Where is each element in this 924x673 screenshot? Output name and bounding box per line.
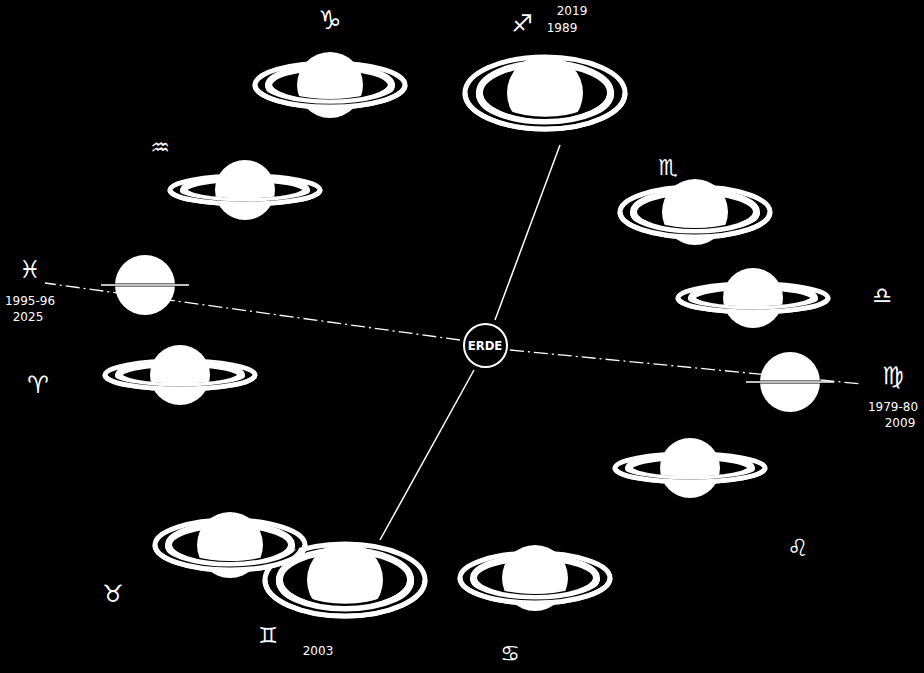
saturn-ring	[678, 298, 828, 312]
zodiac-sign: ♍	[882, 363, 904, 389]
zodiac-sign: ♉	[102, 581, 124, 607]
earth-label: ERDE	[468, 338, 503, 353]
saturn-globe	[660, 438, 720, 498]
sight-line	[495, 145, 560, 320]
saturn-ring	[615, 468, 765, 482]
year-label: 2003	[303, 645, 334, 658]
saturn-globe	[723, 268, 783, 328]
zodiac-sign: ♓	[19, 257, 41, 283]
zodiac-sign: ♋	[500, 642, 520, 666]
saturn-ring	[746, 381, 834, 383]
zodiac-sign: ♌	[787, 535, 809, 561]
ring-plane-line	[45, 283, 460, 340]
zodiac-sign: ♒	[150, 136, 170, 160]
zodiac-sign: ♊	[258, 624, 278, 648]
saturn-ring	[105, 375, 255, 389]
year-label: 1995-96	[5, 295, 55, 308]
saturn-ring	[255, 85, 405, 107]
zodiac-sign: ♎	[872, 284, 892, 308]
zodiac-sign: ♐	[511, 11, 533, 37]
earth-circle: ERDE	[463, 323, 508, 368]
saturn-ring	[170, 190, 320, 204]
saturn-ring	[265, 580, 425, 616]
year-label: 1979-80	[868, 401, 918, 414]
year-label: 2019	[557, 5, 588, 18]
saturn-globe	[215, 160, 275, 220]
saturn-ring	[460, 578, 610, 603]
year-label: 2009	[885, 417, 916, 430]
saturn-ring	[155, 545, 305, 570]
zodiac-sign: ♑	[318, 6, 341, 35]
saturn-ring	[620, 212, 770, 237]
year-label: 1989	[547, 22, 578, 35]
sight-line	[380, 370, 474, 540]
saturn-globe	[150, 345, 210, 405]
zodiac-sign: ♏	[658, 156, 678, 180]
year-label: 2025	[13, 311, 44, 324]
saturn-ring	[465, 93, 625, 129]
zodiac-sign: ♈	[27, 372, 49, 398]
saturn-ring	[101, 284, 189, 286]
